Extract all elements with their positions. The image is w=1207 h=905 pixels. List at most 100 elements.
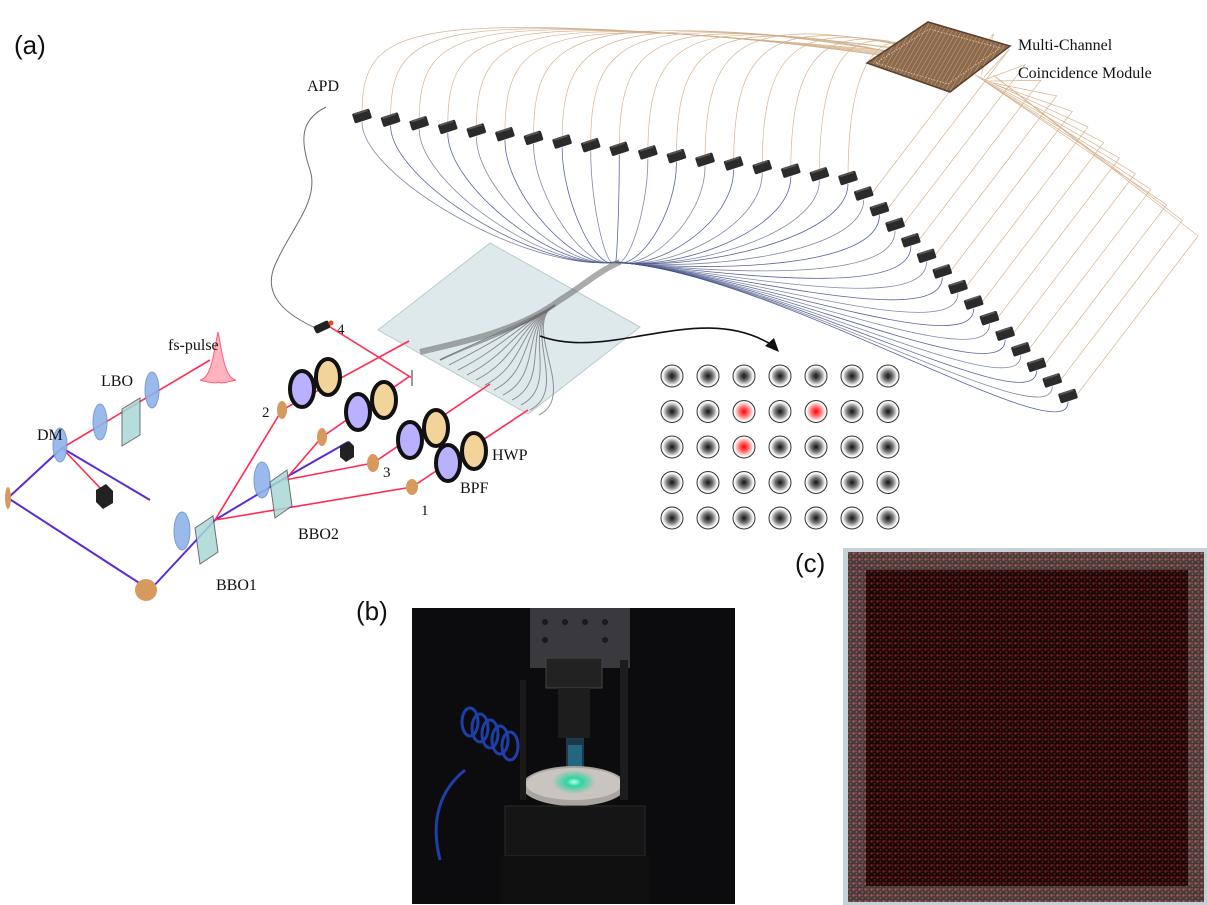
apd-detector	[869, 201, 890, 217]
bpf-label: BPF	[460, 480, 489, 497]
apd-detector	[948, 279, 968, 295]
apd-detector-top	[468, 123, 483, 130]
detector-spot-active	[735, 402, 753, 421]
detector-spot	[735, 509, 753, 527]
bpf-plate	[344, 392, 372, 432]
output-wire	[676, 35, 945, 157]
output-wire	[965, 74, 1089, 288]
output-wire	[390, 28, 939, 120]
waveplates-filters	[288, 357, 488, 483]
fiber	[614, 176, 792, 264]
fiber	[504, 140, 616, 264]
detector-spot	[771, 473, 789, 492]
panel-label-b: (b)	[356, 596, 388, 626]
detector-spot	[771, 509, 789, 527]
apd-detector-top	[965, 295, 980, 302]
fiber	[614, 162, 677, 264]
hwp-plate	[314, 357, 342, 397]
apd-detector	[963, 295, 984, 310]
apd-detector	[853, 186, 874, 201]
apd-detector-top	[1028, 357, 1043, 365]
apd-array	[352, 108, 1078, 404]
apd-detector	[1042, 373, 1063, 388]
apd-detector	[1011, 342, 1031, 357]
lbo-label: LBO	[101, 373, 133, 390]
panel-label-c: (c)	[795, 548, 825, 578]
apd-detector	[995, 326, 1015, 341]
apd-detector-top	[496, 127, 511, 134]
apd-detector	[1026, 357, 1047, 373]
output-wire	[995, 76, 1199, 397]
output-wire	[980, 78, 1120, 319]
fiber	[614, 165, 706, 264]
apd-detector-top	[886, 217, 901, 225]
output-wire	[418, 29, 942, 124]
apd-detector-top	[855, 186, 870, 193]
fs-pulse-icon	[199, 331, 237, 384]
apd-detector-top	[996, 326, 1011, 334]
output-wire	[902, 63, 1027, 225]
output-wire	[887, 48, 1010, 210]
apd-detector-top	[949, 280, 964, 287]
coincidence-label-line2: Coincidence Module	[1018, 65, 1152, 82]
detector-spot	[843, 438, 861, 456]
hwp-plate	[422, 408, 450, 448]
detector-spot	[699, 402, 717, 421]
fiber-array	[361, 121, 1069, 413]
apd-detector-top	[668, 149, 683, 156]
fiber	[614, 173, 763, 264]
mapping-arrowhead	[765, 338, 779, 352]
detector-spot	[735, 367, 753, 385]
port-1-label: 1	[421, 503, 429, 519]
output-wire	[986, 82, 1152, 350]
detector-spot	[807, 473, 825, 492]
detector-spot	[879, 402, 897, 421]
fiber	[590, 151, 616, 264]
apd-detector-top	[839, 171, 854, 178]
apd-detector-top	[1044, 373, 1059, 380]
apd-detector-top	[1059, 389, 1074, 396]
output-wires	[361, 27, 1199, 397]
fiber	[614, 169, 735, 264]
detector-spot	[663, 438, 681, 456]
apd-detector-top	[725, 156, 740, 163]
apd-detector-top	[611, 141, 626, 149]
detector-spot	[879, 473, 897, 492]
detector-spot-active	[807, 402, 825, 421]
output-wire	[647, 34, 942, 153]
fiber	[561, 147, 616, 264]
fiber	[533, 143, 616, 264]
fiber	[418, 129, 616, 264]
output-wire	[476, 31, 948, 131]
apd-detector-top	[934, 264, 949, 271]
mirrors	[5, 401, 418, 601]
detector-spot	[771, 402, 789, 421]
detector-spot	[663, 473, 681, 492]
hwp-plate	[460, 431, 488, 471]
coincidence-module	[865, 21, 1012, 93]
detector-spot	[663, 509, 681, 527]
fiber	[614, 154, 620, 264]
lenses	[52, 371, 271, 551]
dm-label: DM	[37, 427, 63, 444]
apd-detector	[1058, 388, 1078, 404]
fiber	[614, 261, 1006, 354]
crystals	[121, 397, 293, 565]
port-2-label: 2	[262, 405, 270, 421]
fiber	[614, 261, 1022, 369]
output-wire	[733, 35, 951, 164]
detector-spot	[735, 473, 753, 492]
apd-detector-top	[382, 112, 397, 119]
fiber	[475, 136, 616, 264]
detector-spot	[807, 438, 825, 456]
bpf-plate	[396, 420, 424, 460]
apd-detector-top	[782, 163, 797, 171]
apd-detector-top	[871, 202, 886, 209]
detector-spot	[699, 367, 717, 385]
detector-spot	[663, 402, 681, 421]
output-wire	[989, 84, 1168, 366]
apd-detector-top	[353, 109, 368, 116]
output-wire	[977, 76, 1105, 303]
apd-detector-top	[410, 116, 425, 123]
